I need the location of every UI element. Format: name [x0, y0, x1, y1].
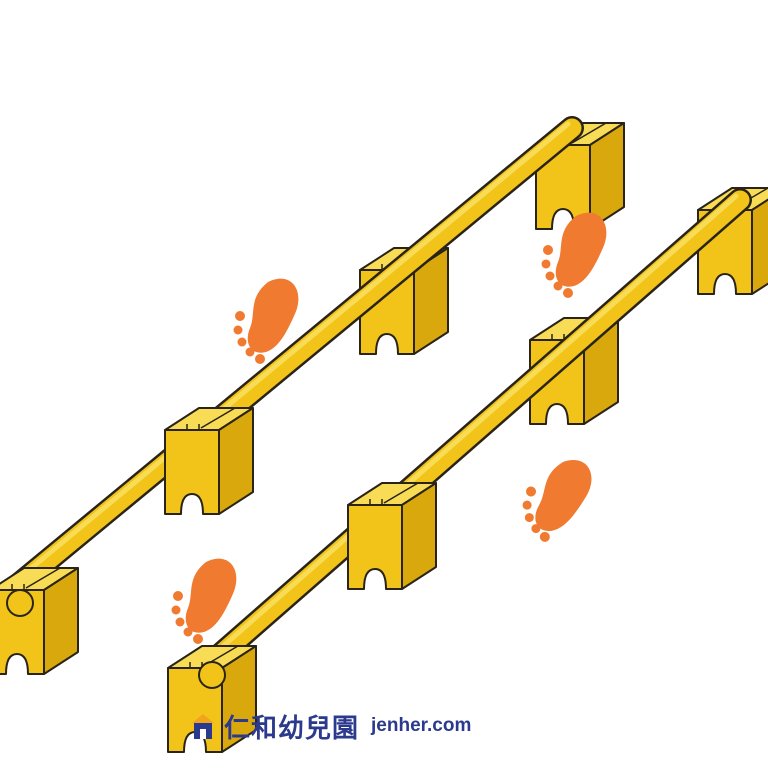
- watermark-site: jenher.com: [371, 715, 472, 736]
- footprint: [171, 558, 237, 644]
- balance-beam-left: [0, 116, 625, 675]
- beam-support-block: [164, 407, 254, 515]
- beam-support-block: [0, 567, 79, 675]
- balance-beam-right: [167, 187, 768, 753]
- beam-support-block: [347, 482, 437, 590]
- footprint: [517, 453, 595, 548]
- watermark: 仁和幼兒園 jenher.com: [190, 706, 471, 746]
- school-house-icon: [192, 714, 214, 739]
- watermark-brand: 仁和幼兒園: [224, 713, 360, 744]
